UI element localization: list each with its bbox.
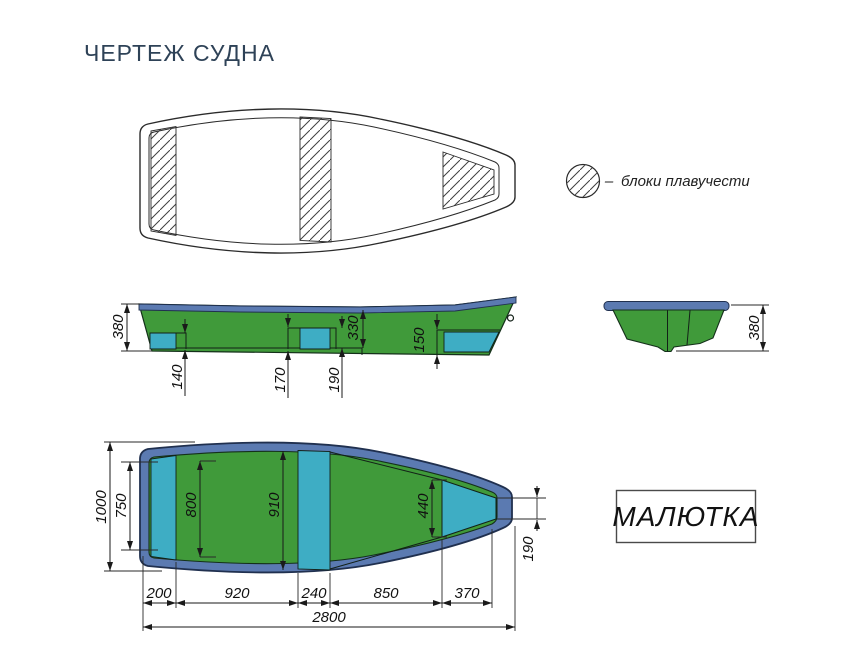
side-stern-block-frame bbox=[150, 332, 187, 349]
boat-name: МАЛЮТКА bbox=[612, 501, 759, 532]
dim-side-cockpit-depth: 330 bbox=[345, 315, 362, 341]
side-bow-block bbox=[443, 331, 500, 353]
bow-ring-icon bbox=[506, 314, 515, 322]
buoyancy-block-bow bbox=[442, 151, 495, 210]
page-title: ЧЕРТЕЖ СУДНА bbox=[84, 40, 275, 66]
dim-plan-mid-width: 910 bbox=[266, 492, 283, 518]
transom-hull bbox=[612, 309, 725, 353]
side-floor-line bbox=[152, 347, 363, 355]
side-mid-seat bbox=[299, 327, 331, 350]
dim-ext-1000 bbox=[104, 441, 195, 572]
dim-plan-bow-block-width: 440 bbox=[415, 493, 432, 519]
side-gunwale-stripe bbox=[138, 296, 517, 314]
dim-plan-transom-width: 750 bbox=[113, 493, 130, 519]
side-stern-block bbox=[149, 332, 177, 350]
legend-hatch-fill bbox=[567, 165, 599, 197]
transom-inner-line bbox=[686, 310, 691, 346]
transom-gunwale-rim bbox=[603, 301, 730, 311]
plan-bow-block bbox=[441, 479, 497, 538]
plan-stern-block bbox=[150, 454, 177, 561]
dim-side-stern-block: 140 bbox=[169, 364, 186, 390]
dim-length-200: 200 bbox=[145, 585, 172, 602]
dim-length-240: 240 bbox=[300, 585, 327, 602]
plan-dimensions: 1000 750 800 910 440 190 200 920 bbox=[93, 441, 546, 631]
side-bow-block-frame bbox=[436, 329, 500, 354]
plan-mid-seat bbox=[297, 450, 331, 571]
dim-side-mid-seat-height: 190 bbox=[326, 367, 343, 393]
dim-plan-bow-tip-width: 190 bbox=[520, 536, 537, 562]
dim-transom-depth: 380 bbox=[746, 315, 763, 341]
transom-view: 380 bbox=[603, 301, 769, 353]
dim-side-mid-seat-front: 170 bbox=[272, 367, 289, 393]
dim-length-920: 920 bbox=[224, 585, 250, 602]
dim-side-stern-depth: 380 bbox=[110, 314, 127, 340]
dim-length-850: 850 bbox=[373, 585, 399, 602]
dim-length-370: 370 bbox=[454, 585, 480, 602]
side-dimensions: 380 140 170 190 330 150 bbox=[110, 303, 440, 398]
dim-plan-beam: 1000 bbox=[93, 490, 110, 524]
boat-name-plate: МАЛЮТКА bbox=[612, 489, 759, 544]
legend-label: блоки плавучести bbox=[621, 173, 750, 190]
dim-length-overall: 2800 bbox=[311, 609, 346, 626]
boat-name-box bbox=[615, 489, 757, 544]
plan-view bbox=[139, 441, 513, 574]
dim-plan-aft-width: 800 bbox=[183, 492, 200, 518]
legend-dash: – bbox=[604, 173, 614, 190]
dim-side-bow-block: 150 bbox=[411, 327, 428, 353]
side-view bbox=[138, 296, 518, 356]
legend: – блоки плавучести bbox=[565, 163, 750, 199]
plan-chine-lines bbox=[329, 451, 443, 570]
side-mid-seat-frame bbox=[287, 327, 337, 349]
top-view bbox=[139, 108, 516, 254]
buoyancy-block-stern bbox=[150, 125, 177, 237]
dim-ext-length-chain bbox=[142, 526, 516, 631]
dim-ext-190 bbox=[497, 497, 546, 520]
buoyancy-block-middle bbox=[299, 116, 332, 243]
